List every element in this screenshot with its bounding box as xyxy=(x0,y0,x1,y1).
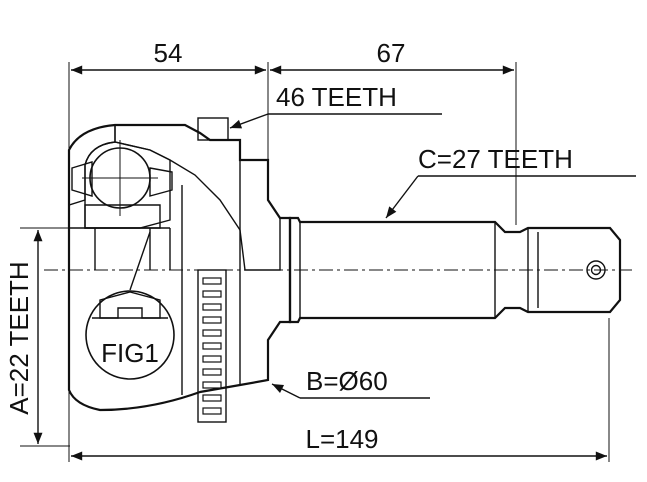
abs-tooth xyxy=(202,368,222,376)
abs-tooth xyxy=(202,290,222,298)
diameter-callout: B=Ø60 xyxy=(271,366,430,399)
dimension-length: L=149 xyxy=(70,424,607,461)
abs-tooth xyxy=(202,277,222,285)
outer-teeth-label: 46 TEETH xyxy=(276,82,397,112)
stub-shaft xyxy=(288,216,622,324)
fig1-label: FIG1 xyxy=(101,338,159,368)
length-label: L=149 xyxy=(305,424,378,454)
outer-race-lower xyxy=(69,160,241,395)
inner-teeth-label: A=22 TEETH xyxy=(4,261,34,414)
abs-tooth xyxy=(202,303,222,311)
abs-tooth xyxy=(202,355,222,363)
outer-teeth-callout: 46 TEETH xyxy=(197,82,442,141)
abs-tooth xyxy=(202,394,222,402)
dimension-54: 54 xyxy=(70,38,266,75)
abs-tooth xyxy=(202,316,222,324)
abs-tooth xyxy=(202,407,222,415)
extension-lines xyxy=(20,62,610,462)
dimension-a-inner-teeth: A=22 TEETH xyxy=(4,230,43,444)
abs-tooth xyxy=(202,381,222,389)
shaft-thread-hole xyxy=(586,260,606,280)
abs-tooth xyxy=(202,342,222,350)
dimension-67-label: 67 xyxy=(377,38,406,68)
abs-tooth xyxy=(202,329,222,337)
abs-tone-ring xyxy=(197,269,227,423)
dimension-67: 67 xyxy=(270,38,514,75)
dimension-54-label: 54 xyxy=(154,38,183,68)
spline-teeth-callout: C=27 TEETH xyxy=(385,144,636,219)
spline-teeth-label: C=27 TEETH xyxy=(418,144,573,174)
fig1-callout: FIG1 xyxy=(85,231,175,380)
diameter-label: B=Ø60 xyxy=(306,366,388,396)
